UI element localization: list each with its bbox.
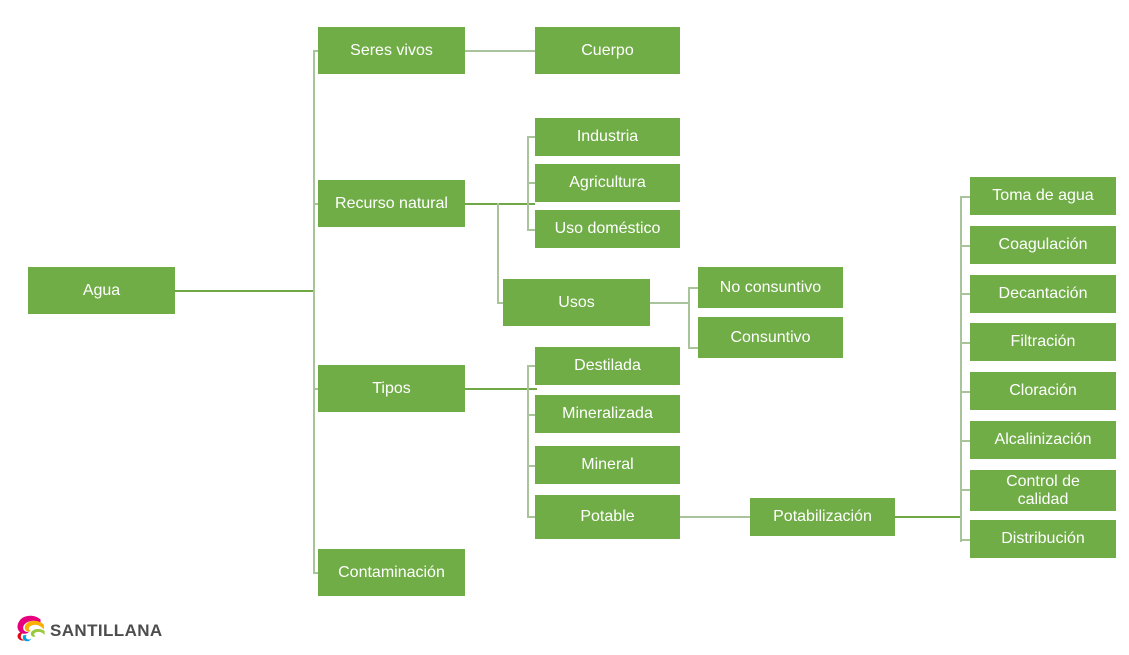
node-cloracion[interactable]: Cloración <box>970 372 1116 410</box>
node-control-de-calidad[interactable]: Control de calidad <box>970 470 1116 511</box>
node-toma-de-agua[interactable]: Toma de agua <box>970 177 1116 215</box>
connector-bus-to-control-de-calidad <box>960 489 970 491</box>
node-mineralizada[interactable]: Mineralizada <box>535 395 680 433</box>
connector-bus-to-mineralizada <box>527 414 537 416</box>
node-distribucion[interactable]: Distribución <box>970 520 1116 558</box>
connector-recurso-bus-to-usos <box>497 203 499 303</box>
node-contaminacion[interactable]: Contaminación <box>318 549 465 596</box>
santillana-swirl-icon <box>17 615 45 642</box>
connector-bus-to-cloracion <box>960 391 970 393</box>
connector-bus-to-coagulacion <box>960 245 970 247</box>
santillana-logo: SANTILLANA <box>14 612 204 650</box>
node-potabilizacion[interactable]: Potabilización <box>750 498 895 536</box>
node-coagulacion[interactable]: Coagulación <box>970 226 1116 264</box>
connector-potabilizacion-stem <box>895 516 962 518</box>
connector-tipos-stem <box>465 388 537 390</box>
node-cuerpo[interactable]: Cuerpo <box>535 27 680 74</box>
connector-trunk-to-seres-vivos <box>313 50 319 52</box>
connector-root-trunk <box>313 51 315 573</box>
connector-process-bus <box>960 196 962 542</box>
connector-bus-to-potable <box>527 516 537 518</box>
node-destilada[interactable]: Destilada <box>535 347 680 385</box>
connector-bus-to-decantacion <box>960 293 970 295</box>
connector-bus-to-mineral <box>527 465 537 467</box>
connector-bus-to-alcalinizacion <box>960 440 970 442</box>
connector-usos-bus <box>688 287 690 349</box>
connector-recurso-natural-stem <box>465 203 535 205</box>
node-decantacion[interactable]: Decantación <box>970 275 1116 313</box>
connector-seres-vivos-to-cuerpo <box>465 50 535 52</box>
connector-bus-to-distribucion <box>960 539 970 541</box>
connector-trunk-to-contaminacion <box>313 572 319 574</box>
connector-bus-to-industria <box>527 136 537 138</box>
node-mineral[interactable]: Mineral <box>535 446 680 484</box>
santillana-wordmark: SANTILLANA <box>50 621 163 640</box>
node-uso-domestico[interactable]: Uso doméstico <box>535 210 680 248</box>
node-filtracion[interactable]: Filtración <box>970 323 1116 361</box>
connector-trunk-to-recurso-natural <box>313 203 319 205</box>
node-tipos[interactable]: Tipos <box>318 365 465 412</box>
node-industria[interactable]: Industria <box>535 118 680 156</box>
connector-bus-to-destilada <box>527 365 537 367</box>
connector-bus-to-filtracion <box>960 342 970 344</box>
connector-bus-to-uso-domestico <box>527 229 537 231</box>
node-no-consuntivo[interactable]: No consuntivo <box>698 267 843 308</box>
connector-bus-to-consuntivo <box>688 347 698 349</box>
node-seres-vivos[interactable]: Seres vivos <box>318 27 465 74</box>
connector-tipos-bus <box>527 365 529 517</box>
node-recurso-natural[interactable]: Recurso natural <box>318 180 465 227</box>
connector-trunk-to-tipos <box>313 388 319 390</box>
connector-bus-to-no-consuntivo <box>688 287 698 289</box>
connector-bus-to-toma-de-agua <box>960 196 970 198</box>
connector-usos-stem <box>650 302 690 304</box>
node-alcalinizacion[interactable]: Alcalinización <box>970 421 1116 459</box>
node-potable[interactable]: Potable <box>535 495 680 539</box>
connector-potable-to-potabilizacion <box>680 516 750 518</box>
node-consuntivo[interactable]: Consuntivo <box>698 317 843 358</box>
node-agricultura[interactable]: Agricultura <box>535 164 680 202</box>
connector-bus-to-usos <box>497 302 507 304</box>
connector-root-stem <box>175 290 315 292</box>
connector-bus-to-agricultura <box>527 182 537 184</box>
node-usos[interactable]: Usos <box>503 279 650 326</box>
node-agua[interactable]: Agua <box>28 267 175 314</box>
